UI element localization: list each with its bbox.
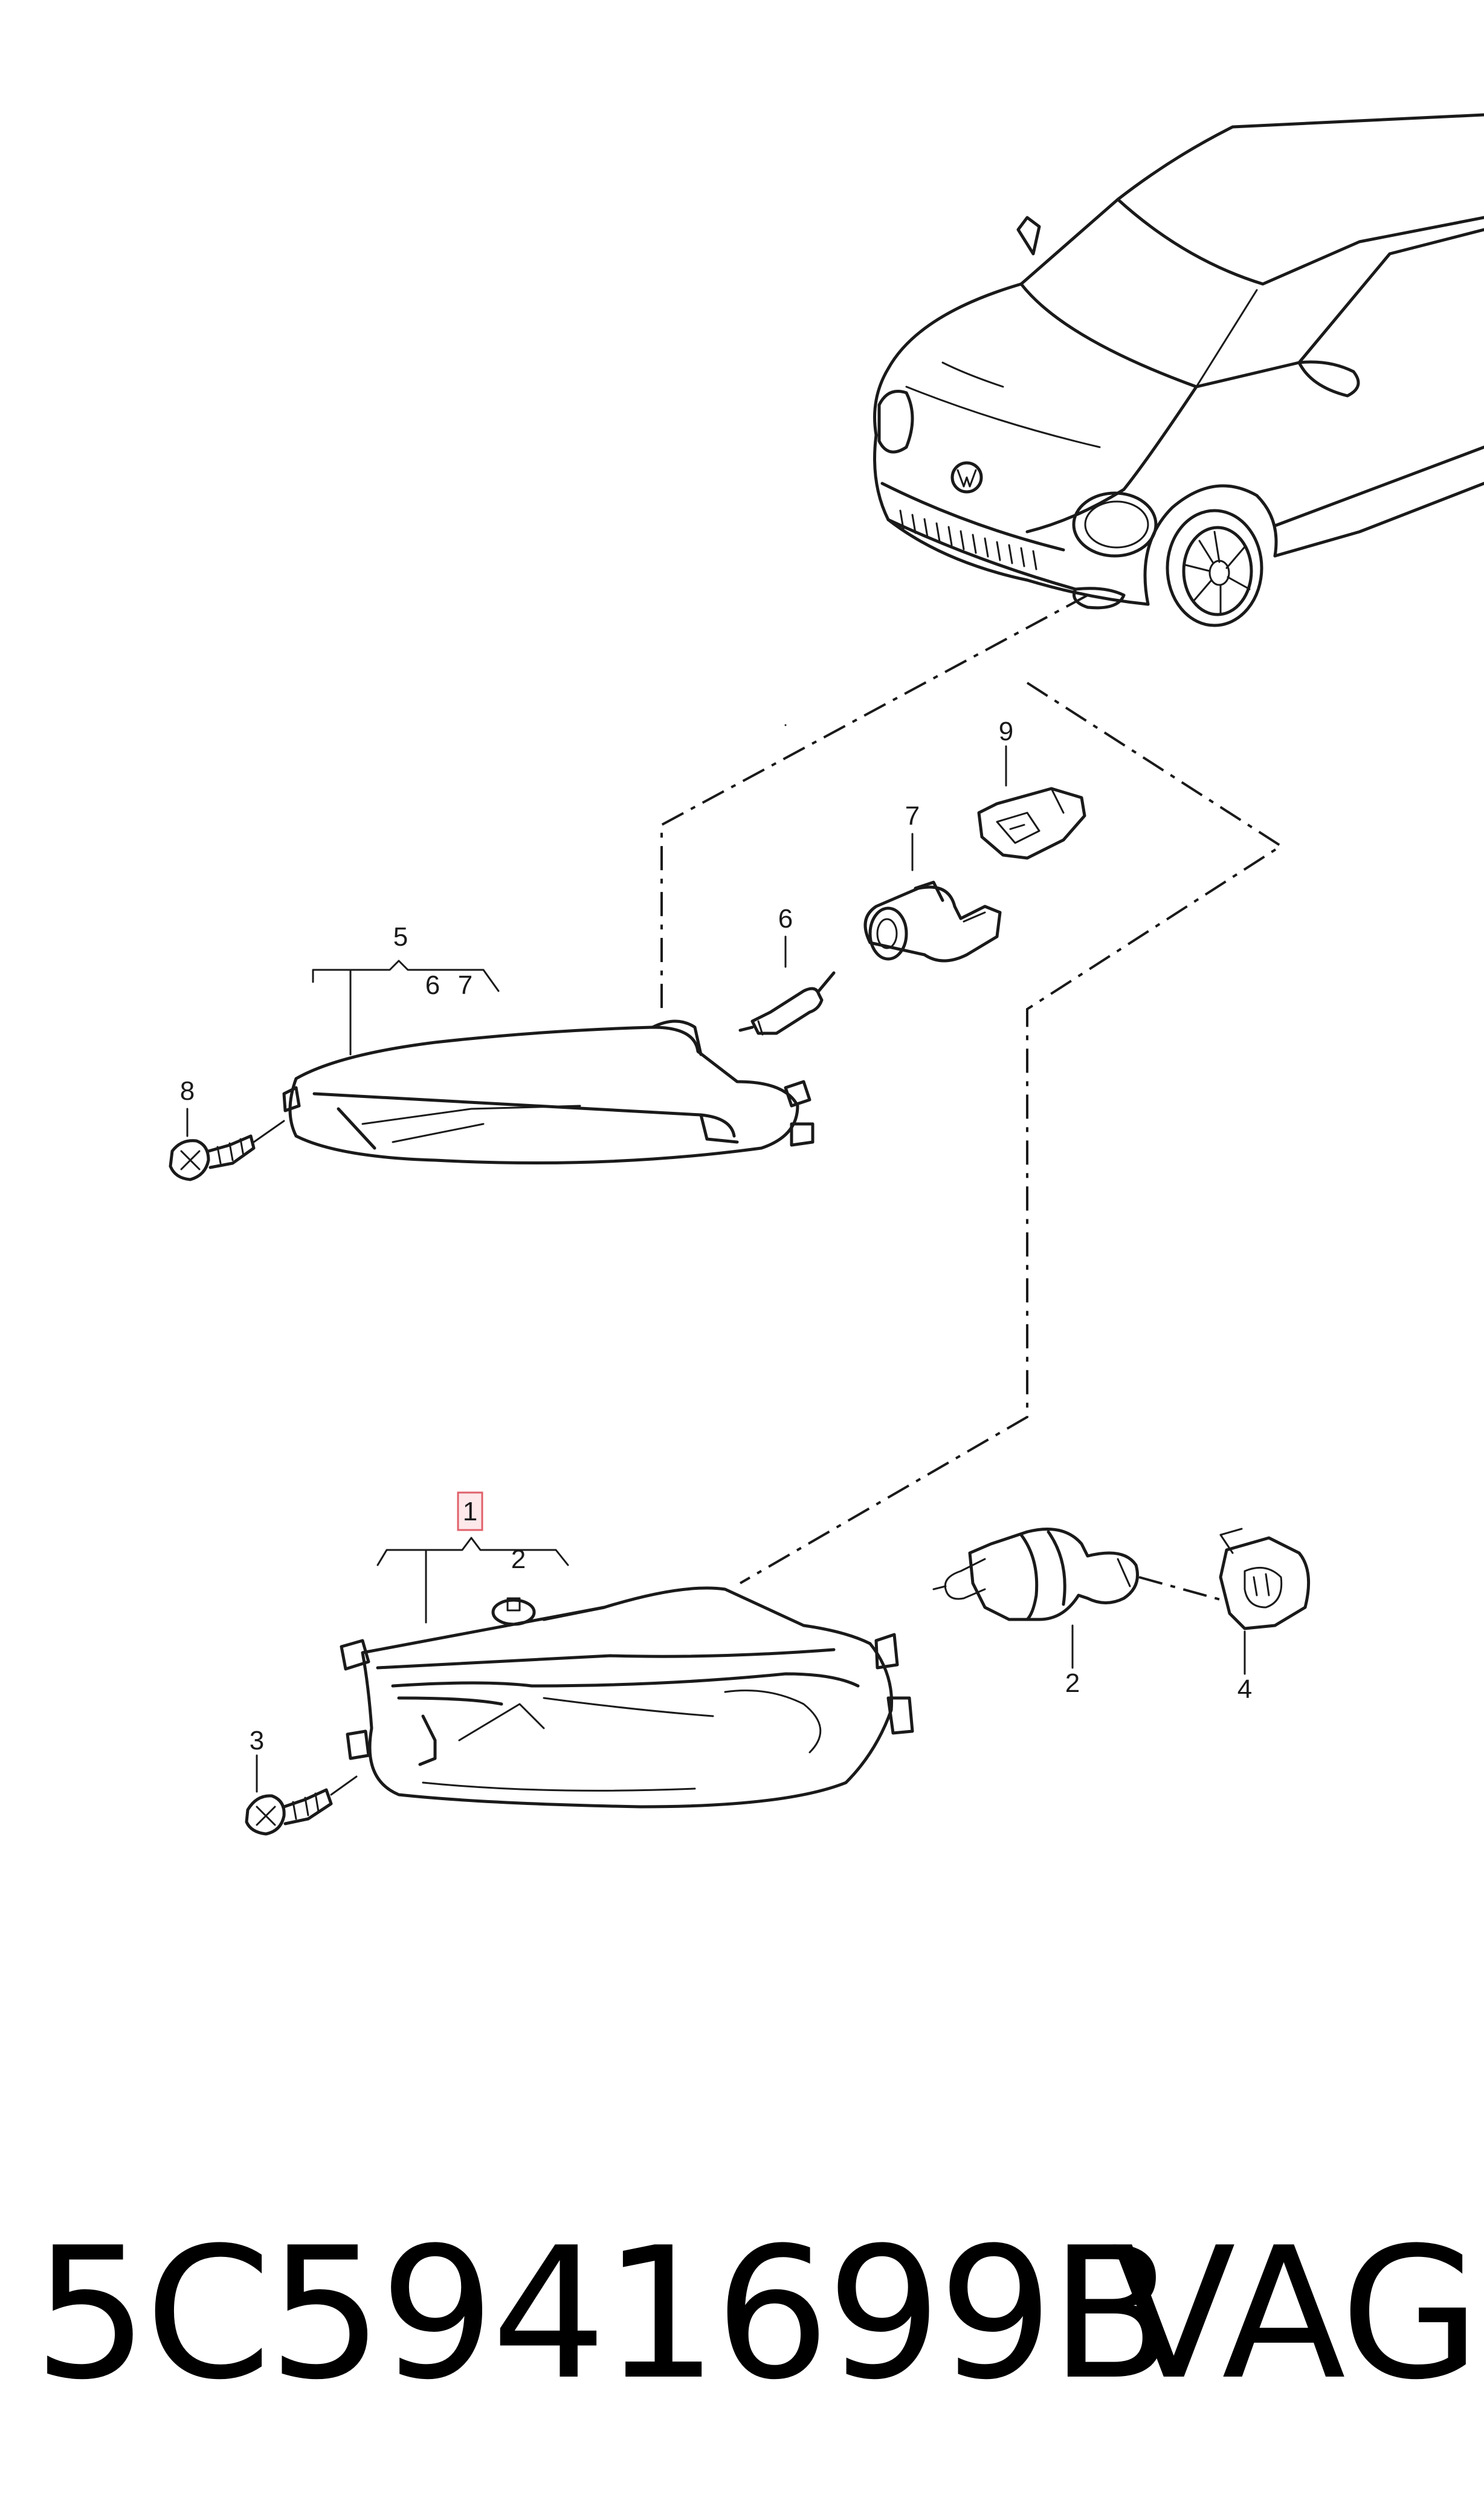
leader-lines bbox=[660, 594, 1283, 1584]
connector-4 bbox=[1219, 1528, 1311, 1630]
callout-9: 9 bbox=[999, 717, 1013, 746]
callout-7-bracket: 7 bbox=[458, 970, 473, 1000]
callout-1: 1 bbox=[463, 1497, 477, 1526]
leader-2-4 bbox=[1138, 1576, 1227, 1603]
callout-1-highlight bbox=[457, 1491, 483, 1531]
car-illustration bbox=[873, 113, 1484, 627]
fog-bulb-2 bbox=[932, 1528, 1139, 1621]
callout-5: 5 bbox=[393, 922, 408, 952]
callout-2-bracket: 2 bbox=[511, 1545, 526, 1574]
brand-label: VAG bbox=[1112, 2209, 1480, 2420]
callout-7-holder: 7 bbox=[905, 801, 920, 831]
screw-3 bbox=[245, 1775, 358, 1836]
wedge-bulb-6 bbox=[738, 724, 836, 1036]
callout-bracket-5 bbox=[312, 960, 500, 1056]
callout-3: 3 bbox=[250, 1726, 264, 1755]
callout-bracket-1 bbox=[376, 1537, 569, 1624]
callout-labels: 1 2 2 3 4 5 6 7 6 7 8 9 bbox=[180, 717, 1252, 1755]
turn-signal-lamp bbox=[282, 1019, 815, 1164]
connector-9 bbox=[977, 787, 1086, 860]
fog-lamp-assembly bbox=[340, 1586, 914, 1809]
bulb-holder-7 bbox=[863, 880, 1002, 963]
callout-2-bulb: 2 bbox=[1065, 1668, 1080, 1698]
callout-4: 4 bbox=[1237, 1674, 1252, 1704]
callout-6-bracket: 6 bbox=[425, 970, 440, 1000]
callout-6-bulb: 6 bbox=[778, 904, 793, 934]
part-number: 5C5941699B bbox=[33, 2209, 1174, 2420]
screw-8 bbox=[169, 1120, 285, 1181]
callout-8: 8 bbox=[180, 1076, 195, 1106]
